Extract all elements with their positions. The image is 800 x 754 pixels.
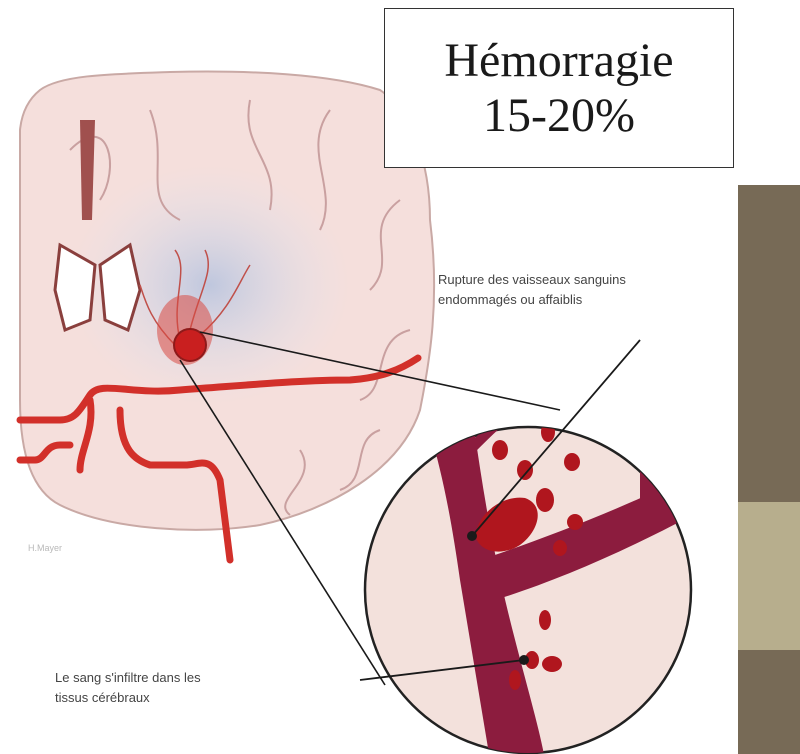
rupture-label-line-2: endommagés ou affaiblis <box>438 290 626 310</box>
infiltration-label-line-1: Le sang s'infiltre dans les <box>55 668 201 688</box>
infiltration-label-line-2: tissus cérébraux <box>55 688 201 708</box>
upper-branch-vessel <box>640 445 660 525</box>
hemorrhage-site <box>157 295 213 365</box>
title-line-1: Hémorragie <box>444 33 673 88</box>
infiltration-label: Le sang s'infiltre dans les tissus céréb… <box>55 668 201 707</box>
illustrator-credit: H.Mayer <box>28 543 62 553</box>
title-line-2: 15-20% <box>483 88 635 143</box>
brain-cross-section <box>20 72 434 560</box>
title-box: Hémorragie 15-20% <box>384 8 734 168</box>
rupture-label: Rupture des vaisseaux sanguins endommagé… <box>438 270 626 309</box>
rupture-label-line-1: Rupture des vaisseaux sanguins <box>438 270 626 290</box>
